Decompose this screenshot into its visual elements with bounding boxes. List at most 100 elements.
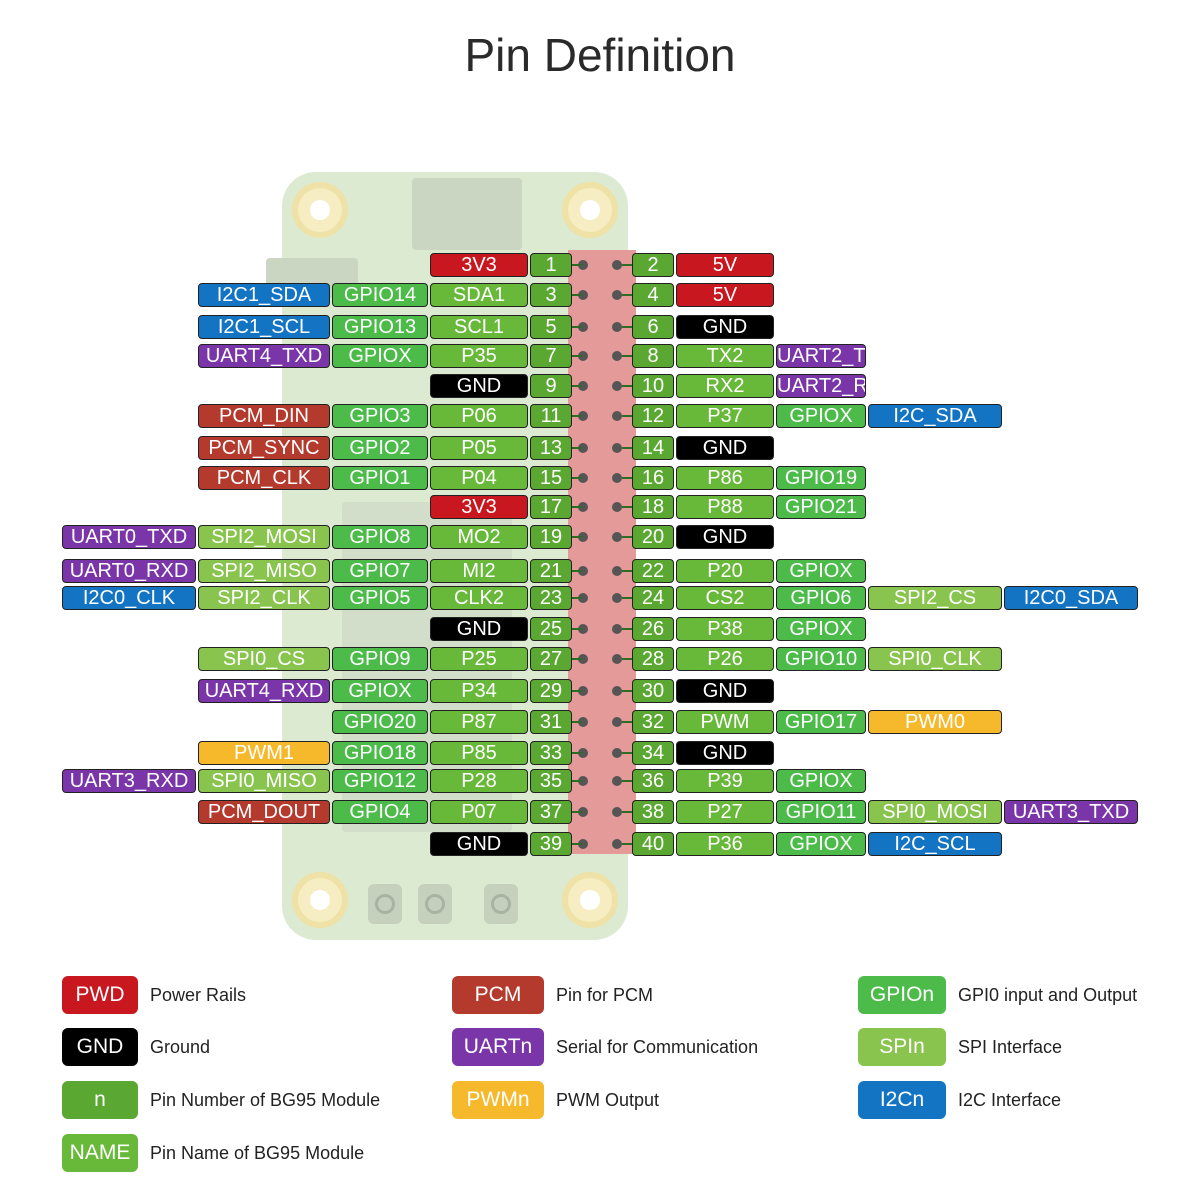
header-pin [578,532,588,542]
pin-connector-line [572,690,582,692]
pin-label-uart: UART0_TXD [62,525,196,549]
pin-connector-line [572,294,582,296]
pin-label-uart: UART3_TXD [1004,800,1138,824]
pin-connector-line [572,264,582,266]
pin-number: 17 [530,495,572,519]
pin-label-gpio: GPIO12 [332,769,428,793]
pin-connector-line [622,264,632,266]
pin-connector-line [622,843,632,845]
pin-label-name: P05 [430,436,528,460]
pin-label-spi: SPI2_CS [868,586,1002,610]
pin-header-strip [568,250,636,854]
pin-label-gpio: GPIO14 [332,283,428,307]
pin-number: 4 [632,283,674,307]
pin-number: 21 [530,559,572,583]
pin-connector-line [572,506,582,508]
pin-label-name: P04 [430,466,528,490]
pin-label-gpio: GPIO6 [776,586,866,610]
pin-label-pcm: PCM_SYNC [198,436,330,460]
pin-connector-line [572,752,582,754]
header-pin [612,654,622,664]
pin-connector-line [622,415,632,417]
pin-label-gpio: GPIOX [776,617,866,641]
pin-label-uart: UART0_RXD [62,559,196,583]
pin-label-name: P38 [676,617,774,641]
header-pin [612,686,622,696]
header-pin [578,290,588,300]
pin-label-i2c: I2C0_SDA [1004,586,1138,610]
pin-number: 10 [632,374,674,398]
pin-label-gnd: GND [430,832,528,856]
pin-number: 16 [632,466,674,490]
pin-connector-line [622,780,632,782]
pin-number: 14 [632,436,674,460]
pin-connector-line [622,536,632,538]
pin-label-spi: SPI0_MOSI [868,800,1002,824]
pin-label-gpio: GPIO1 [332,466,428,490]
pin-label-i2c: I2C_SDA [868,404,1002,428]
pin-label-gpio: GPIOX [776,559,866,583]
pin-label-gnd: GND [676,525,774,549]
header-pin [578,593,588,603]
pin-connector-line [622,628,632,630]
pin-number: 9 [530,374,572,398]
header-pin [612,290,622,300]
pin-connector-line [622,385,632,387]
header-pin [612,776,622,786]
legend-text: GPI0 input and Output [958,985,1138,1005]
pin-connector-line [572,415,582,417]
legend-swatch-name: NAME [62,1134,138,1172]
header-pin [612,260,622,270]
pin-label-pwd: 5V [676,283,774,307]
pin-label-name: RX2 [676,374,774,398]
pin-number: 23 [530,586,572,610]
pin-label-pwd: 3V3 [430,495,528,519]
mounting-hole-icon [292,182,348,238]
pin-connector-line [572,658,582,660]
header-pin [612,351,622,361]
pin-label-name: CS2 [676,586,774,610]
pin-connector-line [622,811,632,813]
header-pin [578,654,588,664]
pin-number: 30 [632,679,674,703]
header-pin [578,717,588,727]
pin-label-name: MI2 [430,559,528,583]
header-pin [612,322,622,332]
pin-label-pcm: PCM_DIN [198,404,330,428]
pin-number: 3 [530,283,572,307]
pin-label-gpio: GPIO11 [776,800,866,824]
header-pin [578,839,588,849]
pin-number: 24 [632,586,674,610]
pin-connector-line [622,721,632,723]
pin-label-i2c: I2C1_SCL [198,315,330,339]
pin-number: 33 [530,741,572,765]
pin-number: 22 [632,559,674,583]
pin-label-name: P36 [676,832,774,856]
pin-connector-line [622,506,632,508]
legend-swatch-num: n [62,1081,138,1119]
legend-text: Ground [150,1037,211,1057]
pin-label-gpio: GPIO20 [332,710,428,734]
pin-connector-line [622,752,632,754]
pin-label-gnd: GND [430,374,528,398]
pin-number: 6 [632,315,674,339]
pin-number: 25 [530,617,572,641]
header-pin [578,502,588,512]
pin-label-name: P34 [430,679,528,703]
pin-label-gpio: GPIOX [776,769,866,793]
pin-connector-line [622,294,632,296]
pin-number: 26 [632,617,674,641]
legend-swatch-i2c: I2Cn [858,1081,946,1119]
legend-text: Power Rails [150,985,247,1005]
pin-connector-line [572,326,582,328]
pin-label-spi: SPI0_CS [198,647,330,671]
pin-connector-line [622,355,632,357]
pin-label-i2c: I2C0_CLK [62,586,196,610]
pin-label-gnd: GND [676,436,774,460]
pin-label-spi: SPI2_MOSI [198,525,330,549]
pin-number: 37 [530,800,572,824]
pin-number: 28 [632,647,674,671]
legend-text: Pin for PCM [556,985,654,1005]
pin-label-name: TX2 [676,344,774,368]
pin-connector-line [572,477,582,479]
